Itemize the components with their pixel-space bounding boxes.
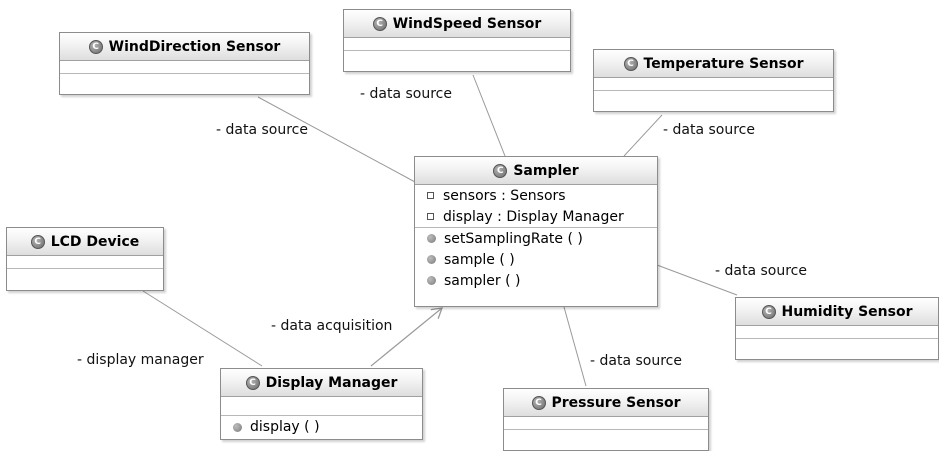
label-display-manager: - display manager xyxy=(77,352,204,368)
attributes-section xyxy=(594,78,833,91)
class-windspeed-sensor[interactable]: C WindSpeed Sensor xyxy=(343,9,571,72)
method-display: display ( ) xyxy=(221,416,422,438)
public-method-icon xyxy=(233,422,242,432)
field-display: display : Display Manager xyxy=(415,206,657,227)
class-icon: C xyxy=(88,39,103,54)
class-icon: C xyxy=(623,56,638,71)
label-winddirection-data-source: - data source xyxy=(216,122,308,138)
class-name: WindSpeed Sensor xyxy=(392,15,542,32)
class-humidity-sensor[interactable]: C Humidity Sensor xyxy=(735,297,939,360)
class-temperature-sensor[interactable]: C Temperature Sensor xyxy=(593,49,834,112)
class-sampler[interactable]: C Sampler sensors : Sensors display : Di… xyxy=(414,156,658,307)
class-name: LCD Device xyxy=(50,233,140,250)
label-data-acquisition: - data acquisition xyxy=(271,318,393,334)
method-sampler: sampler ( ) xyxy=(415,270,657,291)
method-setsamplingrate: setSamplingRate ( ) xyxy=(415,228,657,249)
class-header: C Display Manager xyxy=(221,369,422,397)
operations-section: setSamplingRate ( ) sample ( ) sampler (… xyxy=(415,228,657,291)
field-sensors: sensors : Sensors xyxy=(415,185,657,206)
method-label: display ( ) xyxy=(250,419,320,435)
class-name: Pressure Sensor xyxy=(551,394,681,411)
class-header: C Humidity Sensor xyxy=(736,298,938,326)
class-header: C WindSpeed Sensor xyxy=(344,10,570,38)
public-method-icon xyxy=(427,234,436,243)
class-header: C Sampler xyxy=(415,157,657,185)
class-header: C LCD Device xyxy=(7,228,163,256)
class-icon: C xyxy=(761,304,776,319)
method-label: sample ( ) xyxy=(444,251,515,268)
attributes-section: sensors : Sensors display : Display Mana… xyxy=(415,185,657,228)
private-field-icon xyxy=(427,192,434,199)
assoc-windspeed-line xyxy=(472,74,506,157)
class-name: Temperature Sensor xyxy=(643,55,804,72)
class-name: Sampler xyxy=(513,162,579,179)
operations-section xyxy=(7,269,163,282)
class-header: C WindDirection Sensor xyxy=(60,33,309,61)
public-method-icon xyxy=(427,255,436,264)
operations-section: display ( ) xyxy=(221,416,422,438)
assoc-acquisition-arrow xyxy=(370,308,442,367)
class-display-manager[interactable]: C Display Manager display ( ) xyxy=(220,368,423,440)
method-sample: sample ( ) xyxy=(415,249,657,270)
private-field-icon xyxy=(427,213,434,220)
class-icon: C xyxy=(493,163,508,178)
class-winddirection-sensor[interactable]: C WindDirection Sensor xyxy=(59,32,310,95)
class-lcd-device[interactable]: C LCD Device xyxy=(6,227,164,291)
class-name: Humidity Sensor xyxy=(781,303,913,320)
assoc-lcd-line xyxy=(142,290,263,367)
field-label: display : Display Manager xyxy=(443,208,624,225)
label-humidity-data-source: - data source xyxy=(715,263,807,279)
class-icon: C xyxy=(372,16,387,31)
attributes-section xyxy=(221,397,422,416)
field-label: sensors : Sensors xyxy=(443,187,566,204)
public-method-icon xyxy=(427,276,436,285)
operations-section xyxy=(594,91,833,104)
operations-section xyxy=(736,339,938,352)
class-header: C Temperature Sensor xyxy=(594,50,833,78)
class-header: C Pressure Sensor xyxy=(504,389,708,417)
assoc-pressure-line xyxy=(563,306,587,387)
class-icon: C xyxy=(531,395,546,410)
attributes-section xyxy=(7,256,163,269)
operations-section xyxy=(344,51,570,64)
operations-section xyxy=(60,74,309,87)
attributes-section xyxy=(736,326,938,339)
class-name: Display Manager xyxy=(265,374,398,391)
attributes-section xyxy=(504,417,708,430)
method-label: setSamplingRate ( ) xyxy=(444,230,583,247)
assoc-humidity-line xyxy=(656,264,738,296)
class-icon: C xyxy=(30,234,45,249)
label-windspeed-data-source: - data source xyxy=(360,86,452,102)
label-temperature-data-source: - data source xyxy=(663,122,755,138)
class-icon: C xyxy=(245,375,260,390)
operations-section xyxy=(504,430,708,443)
method-label: sampler ( ) xyxy=(444,272,521,289)
attributes-section xyxy=(60,61,309,74)
class-name: WindDirection Sensor xyxy=(108,38,281,55)
attributes-section xyxy=(344,38,570,51)
label-pressure-data-source: - data source xyxy=(590,353,682,369)
class-pressure-sensor[interactable]: C Pressure Sensor xyxy=(503,388,709,451)
assoc-temperature-line xyxy=(623,114,663,157)
assoc-winddirection-line xyxy=(257,96,416,183)
